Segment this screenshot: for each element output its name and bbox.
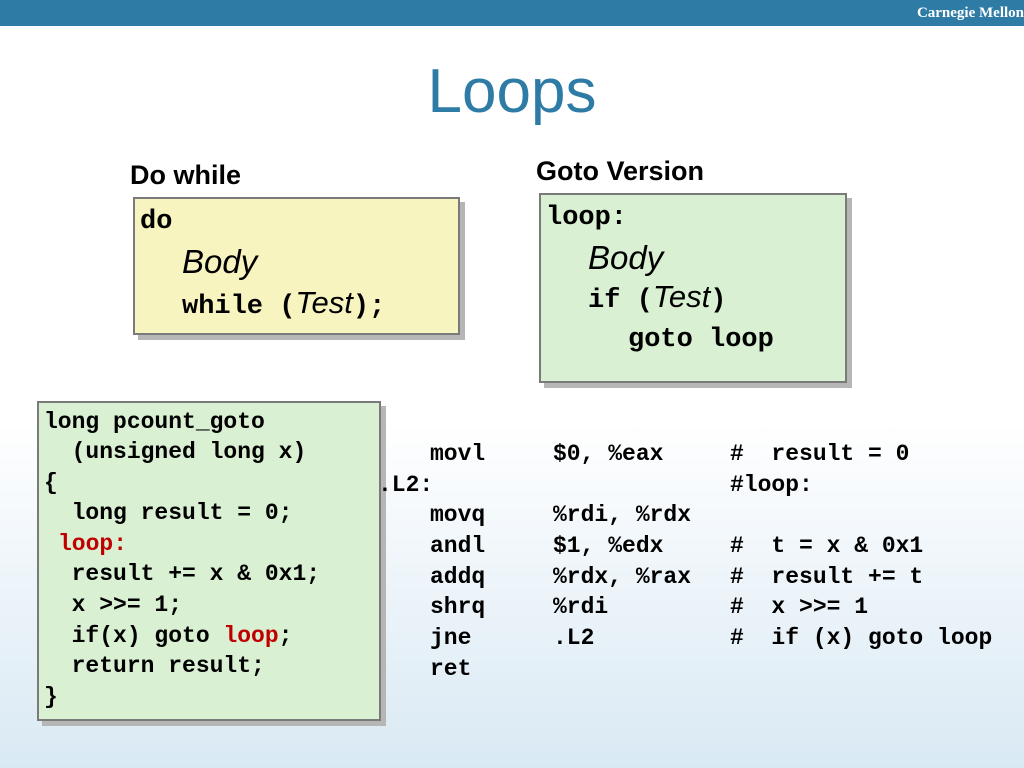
c-code-box: long pcount_goto (unsigned long x) { lon… — [37, 401, 381, 721]
asm-args: $1, %edx — [553, 533, 664, 559]
asm-op: movl — [430, 441, 486, 467]
do-test: Test — [295, 285, 353, 320]
c-line: } — [44, 684, 58, 710]
c-goto-line: if(x) goto loop; — [44, 623, 293, 649]
c-goto-post: ; — [278, 623, 293, 649]
asm-args: %rdi — [553, 594, 609, 620]
c-line: long result = 0; — [44, 500, 293, 526]
goto-body: Body — [588, 239, 664, 276]
asm-args: .L2 — [553, 625, 595, 651]
brand-label: Carnegie Mellon — [916, 5, 1024, 21]
goto-version-box: loop: Body if (Test) goto loop — [539, 193, 847, 383]
asm-args: %rdi, %rdx — [553, 502, 692, 528]
asm-comment: # if (x) goto loop — [730, 625, 993, 651]
top-bar: Carnegie Mellon — [0, 0, 1024, 26]
asm-comment: # result = 0 — [730, 441, 910, 467]
goto-version-heading: Goto Version — [536, 156, 705, 186]
c-goto-label: loop — [223, 623, 279, 649]
asm-comment: # x >>= 1 — [730, 594, 869, 620]
if-close: ) — [710, 286, 727, 316]
asm-op: addq — [430, 564, 486, 590]
do-keyword: do — [140, 207, 173, 237]
asm-args: $0, %eax — [553, 441, 664, 467]
asm-op: shrq — [430, 594, 486, 620]
asm-op: andl — [430, 533, 486, 559]
asm-op: movq — [430, 502, 486, 528]
asm-op: jne — [430, 625, 472, 651]
asm-label: .L2: — [378, 472, 434, 498]
asm-comment: #loop: — [730, 472, 813, 498]
asm-comment: # t = x & 0x1 — [730, 533, 924, 559]
goto-statement: goto loop — [628, 325, 774, 355]
goto-if-condition: if (Test) — [588, 279, 726, 316]
do-while-condition: while (Test); — [182, 285, 385, 322]
c-line: long pcount_goto — [44, 409, 265, 435]
asm-comment: # result += t — [730, 564, 924, 590]
c-line: { — [44, 470, 58, 496]
while-close: ); — [352, 292, 386, 322]
c-line: result += x & 0x1; — [44, 561, 321, 587]
while-keyword: while ( — [182, 292, 296, 322]
goto-test: Test — [652, 279, 711, 314]
goto-loop-label: loop: — [546, 203, 628, 233]
asm-args: %rdx, %rax — [553, 564, 692, 590]
c-line: (unsigned long x) — [44, 439, 307, 465]
if-keyword: if ( — [588, 286, 653, 316]
c-line: x >>= 1; — [44, 592, 183, 618]
do-while-heading: Do while — [130, 160, 242, 190]
c-loop-label: loop: — [58, 531, 128, 557]
do-while-box: do Body while (Test); — [133, 197, 460, 335]
c-line: return result; — [44, 653, 265, 679]
do-body: Body — [182, 243, 258, 280]
asm-op: ret — [430, 656, 472, 682]
slide-title: Loops — [427, 57, 597, 126]
c-goto-pre: if(x) goto — [44, 623, 224, 649]
